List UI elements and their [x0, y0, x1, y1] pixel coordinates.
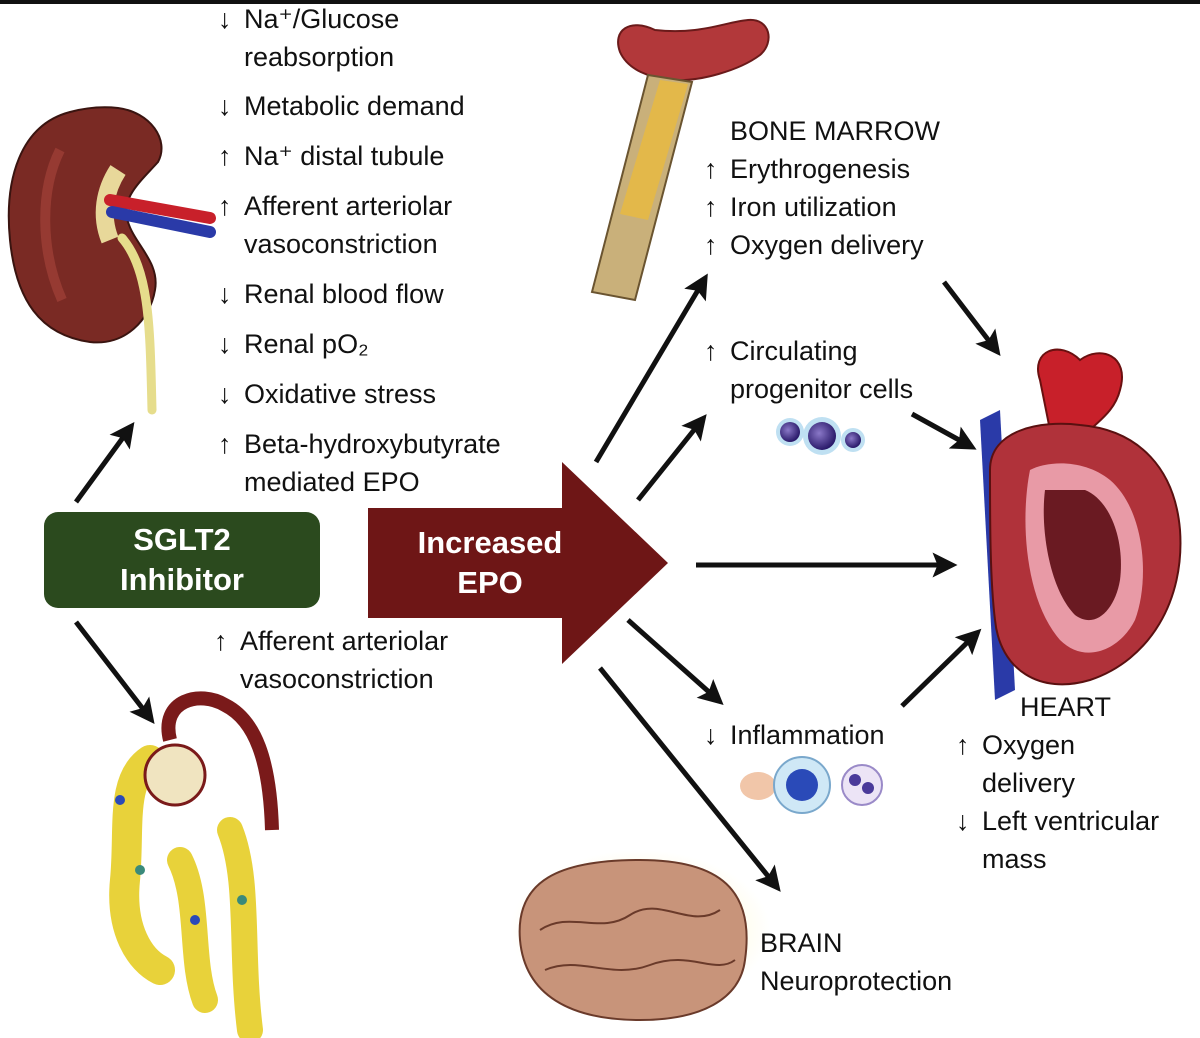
inflammation-cells-illustration — [740, 756, 883, 814]
heart-effects: ↑Oxygen delivery ↓Left ventricular mass — [956, 726, 1159, 878]
nephron-effect-line1: Afferent arteriolar — [240, 626, 449, 656]
progenitor-cells-illustration — [776, 417, 865, 455]
epo-to-bone-marrow-arrow — [593, 273, 708, 464]
brain-section: BRAIN Neuroprotection — [760, 924, 952, 1000]
heart-title: HEART — [1020, 692, 1112, 722]
kidney-effect-7: ↓Oxidative stress — [218, 379, 437, 409]
kidney-effect-4: ↑Afferent arteriolar — [218, 191, 453, 221]
kidney-effect-8-line2: mediated EPO — [244, 467, 420, 497]
epo-to-brain-arrow — [598, 666, 781, 892]
nephron-effect-arrow: ↑ — [214, 626, 228, 656]
brain-subtitle: Neuroprotection — [760, 966, 953, 996]
bone-marrow-effect-3: ↑Oxygen delivery — [704, 230, 924, 260]
kidney-effect-4-line2: vasoconstriction — [244, 229, 438, 259]
heart-illustration — [980, 348, 1182, 700]
kidney-effect-1-line2: reabsorption — [244, 42, 395, 72]
sglt2-to-kidney-arrow — [73, 421, 135, 504]
kidney-effect-3: ↑Na⁺ distal tubule — [218, 141, 445, 171]
sglt2-to-nephron-arrow — [74, 620, 155, 724]
progenitor-line2: progenitor cells — [730, 374, 914, 404]
epo-label-line1: Increased — [417, 525, 563, 560]
heart-effect-2: ↓Left ventricular — [956, 806, 1160, 836]
bone-illustration — [590, 18, 770, 302]
sglt2-box-line1: SGLT2 — [133, 522, 231, 557]
heart-effect-1-line2: delivery — [982, 768, 1076, 798]
inflammation-to-heart-arrow — [900, 628, 982, 708]
kidney-effect-6: ↓Renal pO₂ — [218, 329, 369, 359]
progenitor-cells-section: ↑ Circulating progenitor cells — [704, 332, 913, 408]
increased-epo-label: Increased EPO — [368, 508, 612, 618]
nephron-effect-line2: vasoconstriction — [240, 664, 434, 694]
epo-label-line2: EPO — [457, 565, 523, 600]
brain-illustration — [510, 850, 770, 1022]
heart-effect-2-line2: mass — [982, 844, 1047, 874]
inflammation-text: Inflammation — [730, 720, 885, 750]
progenitor-arrow: ↑ — [704, 336, 718, 366]
kidney-effect-8: ↑Beta-hydroxybutyrate — [218, 429, 501, 459]
kidney-effect-2: ↓Metabolic demand — [218, 91, 465, 121]
kidney-illustration — [7, 106, 216, 415]
top-border — [0, 0, 1200, 4]
inflammation-section: ↓ Inflammation — [704, 716, 885, 754]
epo-to-progenitor-arrow — [636, 414, 707, 502]
nephron-effect: ↑ Afferent arteriolar vasoconstriction — [214, 622, 448, 698]
heart-effect-1: ↑Oxygen — [956, 730, 1076, 760]
progenitor-to-heart-arrow — [910, 411, 977, 450]
bone-marrow-effect-2: ↑Iron utilization — [704, 192, 897, 222]
bone-marrow-title: BONE MARROW — [730, 116, 941, 146]
nephron-illustration — [109, 691, 279, 1038]
kidney-effect-1: ↓Na⁺/Glucose — [218, 4, 400, 34]
kidney-effect-5: ↓Renal blood flow — [218, 279, 444, 309]
bone-marrow-section: BONE MARROW ↑Erythrogenesis ↑Iron utiliz… — [704, 112, 940, 264]
inflammation-arrow: ↓ — [704, 720, 718, 750]
sglt2-box-line2: Inhibitor — [120, 562, 244, 597]
bone-marrow-effect-1: ↑Erythrogenesis — [704, 154, 911, 184]
sglt2-inhibitor-box: SGLT2 Inhibitor — [44, 512, 320, 608]
kidney-effects-list: ↓Na⁺/Glucose reabsorption ↓Metabolic dem… — [218, 0, 501, 501]
epo-to-inflammation-arrow — [626, 618, 724, 705]
brain-title: BRAIN — [760, 928, 843, 958]
progenitor-line1: Circulating — [730, 336, 858, 366]
bone-marrow-to-heart-arrow — [942, 280, 1001, 356]
increased-epo-arrow-shape — [368, 462, 668, 664]
